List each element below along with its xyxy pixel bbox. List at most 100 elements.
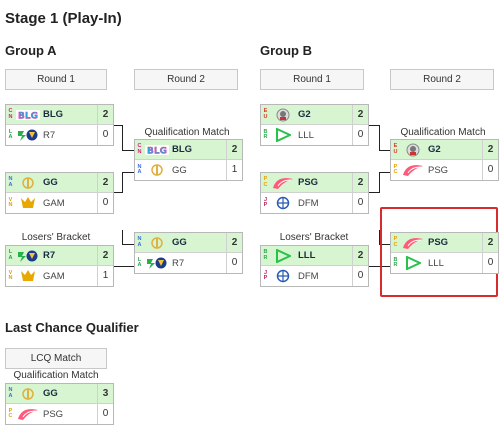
blg-logo-icon: BLG bbox=[145, 142, 169, 158]
psg-logo-icon bbox=[16, 406, 40, 422]
group-b-round1-header: Round 1 bbox=[260, 69, 364, 90]
group-b-qualification-label: Qualification Match bbox=[400, 127, 486, 138]
team-name: PSG bbox=[43, 408, 64, 420]
team-name: PSG bbox=[428, 164, 449, 176]
dfm-logo-icon bbox=[271, 268, 295, 284]
team-score: 0 bbox=[226, 253, 242, 273]
g2-logo-icon bbox=[271, 107, 295, 123]
team-name: GG bbox=[172, 164, 187, 176]
team-name: DFM bbox=[298, 197, 319, 209]
team-name: GAM bbox=[43, 197, 65, 209]
lcq-qualification-label: Qualification Match bbox=[13, 370, 99, 381]
group-a-qualification-label: Qualification Match bbox=[144, 127, 230, 138]
gg-logo-icon bbox=[145, 235, 169, 251]
team-score: 1 bbox=[97, 266, 113, 286]
svg-text:BLG: BLG bbox=[18, 111, 38, 121]
blg-logo-icon: BLG bbox=[16, 107, 40, 123]
svg-text:BLG: BLG bbox=[147, 146, 167, 156]
team-name: LLL bbox=[298, 129, 314, 141]
group-a-round1-header: Round 1 bbox=[5, 69, 107, 90]
team-name: GG bbox=[43, 388, 58, 399]
team-score: 2 bbox=[226, 139, 242, 160]
team-name: DFM bbox=[298, 270, 319, 282]
team-name: R7 bbox=[172, 257, 185, 269]
team-name: GAM bbox=[43, 270, 65, 282]
team-score: 2 bbox=[352, 172, 368, 193]
lll-logo-icon bbox=[271, 127, 295, 143]
group-a-losers-label: Losers' Bracket bbox=[21, 232, 91, 243]
r7-logo-icon bbox=[145, 255, 169, 271]
lll-logo-icon bbox=[271, 248, 295, 264]
group-b-title: Group B bbox=[260, 43, 312, 58]
group-b-round2-header: Round 2 bbox=[390, 69, 494, 90]
lcq-round-header: LCQ Match bbox=[5, 348, 107, 369]
team-score: 0 bbox=[482, 160, 498, 180]
lll-logo-icon bbox=[401, 255, 425, 271]
psg-logo-icon bbox=[401, 235, 425, 251]
page-title: Stage 1 (Play-In) bbox=[5, 10, 122, 27]
team-score: 0 bbox=[97, 193, 113, 213]
dfm-logo-icon bbox=[271, 195, 295, 211]
lcq-title: Last Chance Qualifier bbox=[5, 320, 139, 335]
team-score: 2 bbox=[97, 104, 113, 125]
gam-logo-icon bbox=[16, 268, 40, 284]
group-a-title: Group A bbox=[5, 43, 57, 58]
team-score: 2 bbox=[226, 232, 242, 253]
team-name: PSG bbox=[298, 177, 319, 188]
group-a-round2-header: Round 2 bbox=[134, 69, 238, 90]
team-name: BLG bbox=[172, 144, 193, 155]
g2-logo-icon bbox=[401, 142, 425, 158]
team-score: 2 bbox=[97, 245, 113, 266]
team-score: 0 bbox=[352, 125, 368, 145]
psg-logo-icon bbox=[401, 162, 425, 178]
group-b-losers-label: Losers' Bracket bbox=[279, 232, 349, 243]
team-score: 0 bbox=[352, 193, 368, 213]
team-name: LLL bbox=[298, 250, 316, 261]
